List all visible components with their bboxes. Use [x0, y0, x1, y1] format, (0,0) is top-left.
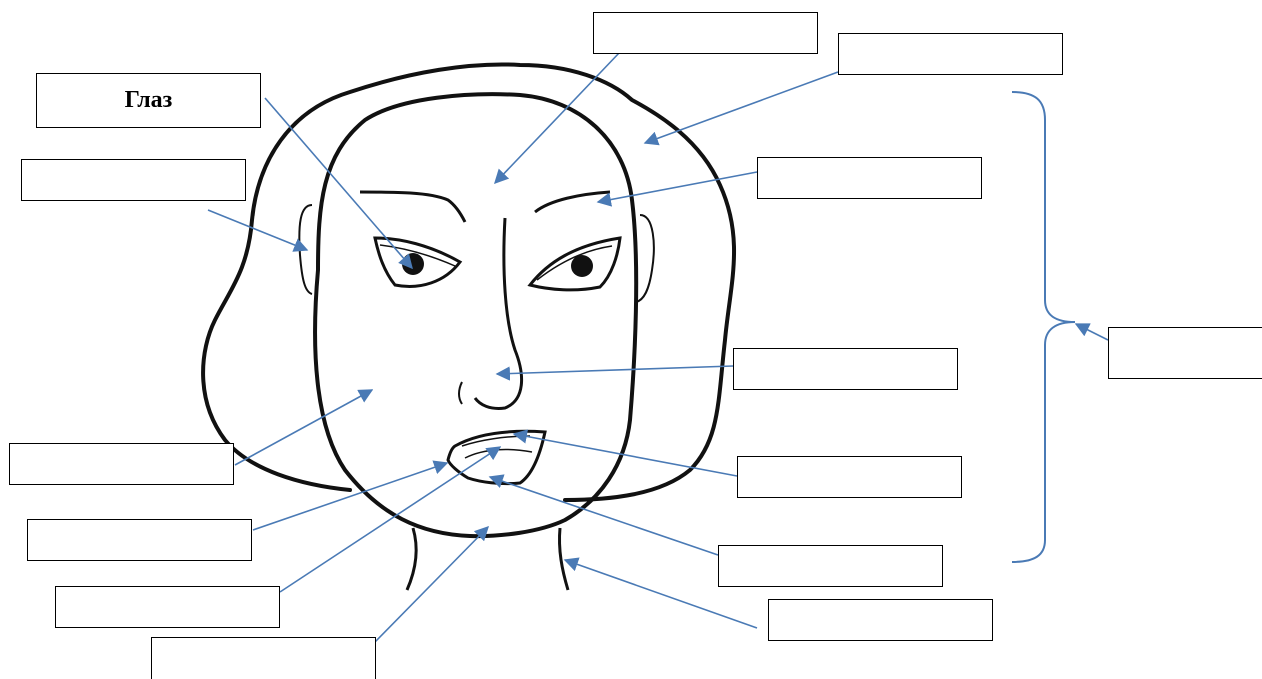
label-lips	[27, 519, 252, 561]
label-nose	[733, 348, 958, 390]
arrow-teeth	[280, 447, 500, 592]
label-teeth	[55, 586, 280, 628]
arrow-cheek	[235, 390, 372, 465]
arrow-chin	[375, 527, 488, 642]
hair-outline	[203, 64, 734, 500]
left-eyebrow	[360, 192, 465, 222]
arrow-ear	[208, 210, 307, 250]
label-upper-lip	[737, 456, 962, 498]
label-cheek	[9, 443, 234, 485]
head-brace	[1012, 92, 1075, 562]
left-pupil	[402, 253, 424, 275]
label-eye: Глаз	[36, 73, 261, 128]
nose	[475, 218, 522, 408]
right-pupil	[571, 255, 593, 277]
arrow-lips	[253, 463, 447, 530]
label-head	[1108, 327, 1262, 379]
neck-right	[559, 528, 568, 590]
arrow-forehead	[495, 52, 620, 183]
arrow-head	[1076, 324, 1108, 340]
label-forehead	[593, 12, 818, 54]
arrow-hair	[645, 72, 838, 143]
label-chin	[151, 637, 376, 679]
mouth	[448, 431, 545, 483]
face-outline	[315, 94, 636, 536]
neck-left	[407, 528, 416, 590]
arrow-nose	[497, 366, 733, 374]
arrow-eyebrow	[598, 172, 757, 202]
label-eyebrow	[757, 157, 982, 199]
label-hair	[838, 33, 1063, 75]
right-ear	[636, 215, 654, 302]
label-neck	[768, 599, 993, 641]
label-lower-lip	[718, 545, 943, 587]
label-ear	[21, 159, 246, 201]
